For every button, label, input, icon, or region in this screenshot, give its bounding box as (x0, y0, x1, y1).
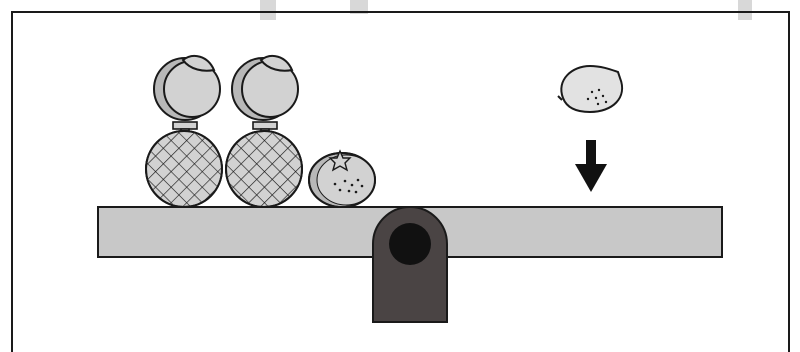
pivot-hole (389, 223, 431, 265)
orange-icon (308, 149, 376, 208)
watermark-bar-right (738, 0, 752, 20)
watermark-bar-mid (350, 0, 368, 14)
watermark-shapes (260, 0, 752, 20)
melon-icon (145, 121, 223, 208)
frame-border (11, 11, 790, 352)
down-arrow-icon (575, 140, 607, 192)
watermark-bar-left (260, 0, 276, 20)
peach-icon (231, 54, 299, 121)
pivot-support (372, 206, 448, 323)
melon-icon (225, 121, 303, 208)
lemon-icon (557, 64, 623, 114)
peach-icon (153, 54, 221, 121)
left-pan-fruits (145, 54, 376, 208)
